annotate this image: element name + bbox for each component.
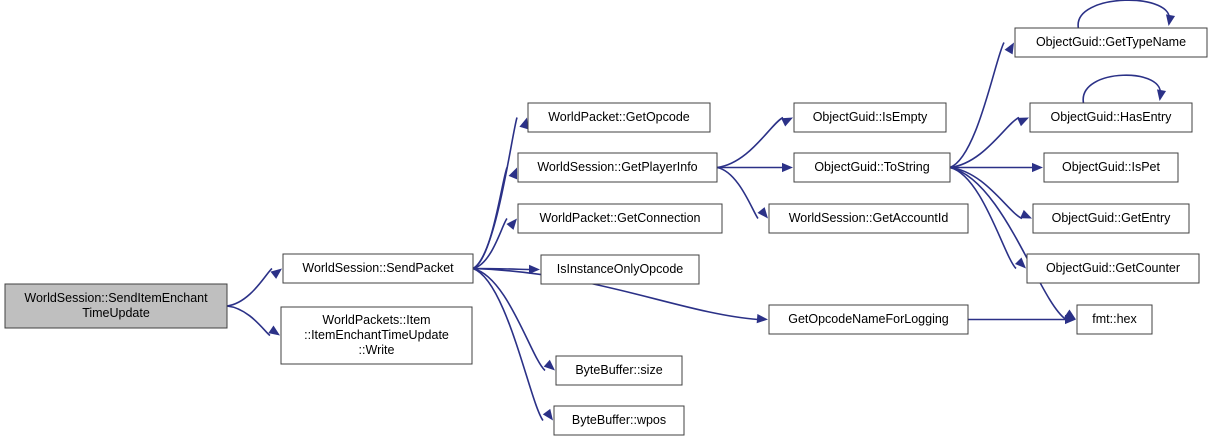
graph-node-getcounter[interactable]: ObjectGuid::GetCounter: [1026, 253, 1200, 284]
node-box-getentry[interactable]: [1032, 203, 1190, 234]
edge-arrowhead: [1020, 209, 1032, 219]
edge-arrowhead: [268, 325, 280, 336]
edge-tostring-to-hasentry: [949, 116, 1020, 169]
edge-arrowhead: [781, 117, 793, 127]
edge-arrowhead: [757, 207, 768, 219]
edge-sendpacket-to-bytebuffersize: [472, 267, 546, 372]
graph-node-sendpacket[interactable]: WorldSession::SendPacket: [282, 253, 474, 284]
node-box-fmthex[interactable]: [1076, 304, 1153, 335]
edge-sendpacket-to-getconnection: [472, 217, 508, 270]
graph-node-bytebufferwpos[interactable]: ByteBuffer::wpos: [553, 405, 685, 436]
graph-node-tostring[interactable]: ObjectGuid::ToString: [793, 152, 951, 183]
graph-node-write[interactable]: WorldPackets::Item::ItemEnchantTimeUpdat…: [280, 306, 473, 365]
node-box-write[interactable]: [280, 306, 473, 365]
edge-layer: [226, 0, 1176, 421]
edge-arrowhead: [542, 408, 553, 421]
edge-tostring-to-getcounter: [949, 166, 1017, 270]
edge-arrowhead: [506, 218, 517, 230]
node-box-getplayerinfo[interactable]: [517, 152, 718, 183]
edge-tostring-to-gettypename: [949, 42, 1005, 169]
edge-arrowhead: [1065, 314, 1076, 325]
node-box-getopcodename[interactable]: [768, 304, 969, 335]
graph-node-isempty[interactable]: ObjectGuid::IsEmpty: [793, 102, 947, 133]
edge-arrowhead: [519, 117, 529, 130]
node-box-getaccountid[interactable]: [768, 203, 969, 234]
edge-arrowhead: [270, 268, 282, 279]
edge-arrowhead: [1004, 42, 1014, 55]
edge-sendpacket-to-getplayerinfo: [472, 167, 508, 270]
node-box-hasentry[interactable]: [1029, 102, 1193, 133]
graph-node-getentry[interactable]: ObjectGuid::GetEntry: [1032, 203, 1190, 234]
edge-arrowhead: [1156, 89, 1167, 101]
node-box-getopcode[interactable]: [527, 102, 711, 133]
edge-arrowhead: [508, 167, 518, 180]
graph-node-getopcode[interactable]: WorldPacket::GetOpcode: [527, 102, 711, 133]
node-box-tostring[interactable]: [793, 152, 951, 183]
edge-getplayerinfo-to-isempty: [716, 116, 784, 169]
node-box-sendpacket[interactable]: [282, 253, 474, 284]
edge-tostring-to-getentry: [949, 166, 1023, 220]
graph-node-getaccountid[interactable]: WorldSession::GetAccountId: [768, 203, 969, 234]
graph-node-getopcodename[interactable]: GetOpcodeNameForLogging: [768, 304, 969, 335]
graph-node-getplayerinfo[interactable]: WorldSession::GetPlayerInfo: [517, 152, 718, 183]
graph-node-getconnection[interactable]: WorldPacket::GetConnection: [517, 203, 723, 234]
edge-root-to-sendpacket: [226, 267, 273, 307]
edge-hasentry-self: [1082, 74, 1161, 104]
edge-gettypename-self: [1077, 0, 1170, 29]
edge-arrowhead: [782, 162, 793, 173]
edge-arrowhead: [1165, 14, 1176, 26]
edge-arrowhead: [1032, 162, 1043, 173]
edge-tostring-to-fmthex: [949, 166, 1067, 321]
node-box-gettypename[interactable]: [1014, 27, 1208, 58]
edge-arrowhead: [528, 264, 540, 274]
edge-arrowhead: [543, 359, 555, 371]
edge-root-to-write: [226, 305, 271, 337]
node-box-getcounter[interactable]: [1026, 253, 1200, 284]
graph-node-fmthex[interactable]: fmt::hex: [1076, 304, 1153, 335]
node-box-ispet[interactable]: [1043, 152, 1179, 183]
graph-node-bytebuffersize[interactable]: ByteBuffer::size: [555, 355, 683, 386]
edge-arrowhead: [1017, 117, 1029, 127]
edge-getplayerinfo-to-getaccountid: [716, 166, 759, 220]
edge-arrowhead: [756, 314, 768, 324]
graph-node-gettypename[interactable]: ObjectGuid::GetTypeName: [1014, 27, 1208, 58]
edge-sendpacket-to-getopcodename: [472, 267, 759, 321]
node-box-root[interactable]: [4, 283, 228, 329]
graph-node-hasentry[interactable]: ObjectGuid::HasEntry: [1029, 102, 1193, 133]
node-box-bytebuffersize[interactable]: [555, 355, 683, 386]
graph-node-ispet[interactable]: ObjectGuid::IsPet: [1043, 152, 1179, 183]
node-box-isinstanceonly[interactable]: [540, 254, 700, 285]
edge-arrowhead: [1014, 257, 1026, 269]
node-box-isempty[interactable]: [793, 102, 947, 133]
node-box-getconnection[interactable]: [517, 203, 723, 234]
graph-node-isinstanceonly[interactable]: IsInstanceOnlyOpcode: [540, 254, 700, 285]
node-layer: WorldSession::SendItemEnchantTimeUpdateW…: [4, 27, 1208, 436]
edge-sendpacket-to-bytebufferwpos: [472, 267, 544, 421]
node-box-bytebufferwpos[interactable]: [553, 405, 685, 436]
